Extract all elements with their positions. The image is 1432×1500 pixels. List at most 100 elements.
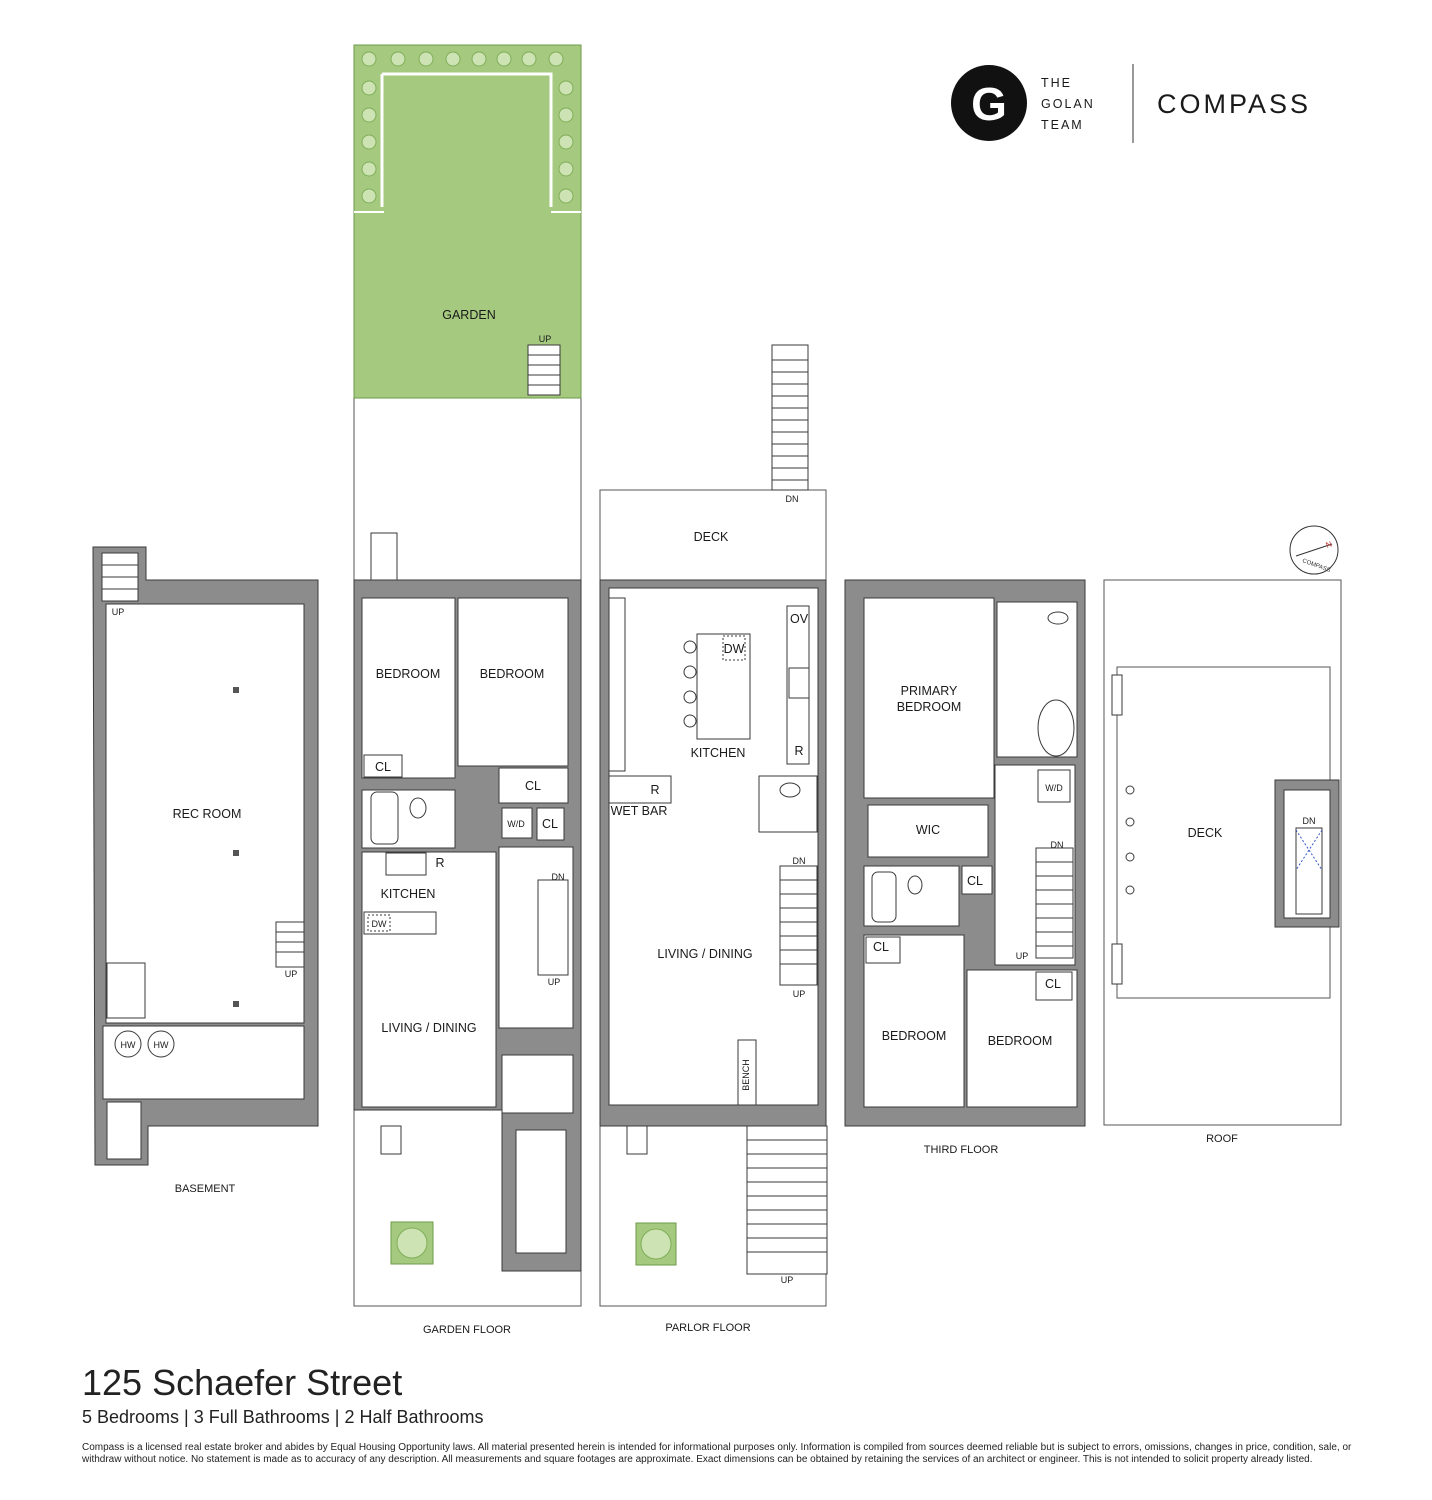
closet-label: CL bbox=[873, 940, 889, 954]
stair-icon bbox=[537, 879, 569, 976]
light-well bbox=[626, 1125, 648, 1155]
team-line-2: GOLAN bbox=[1041, 97, 1095, 111]
roof-deck-label: DECK bbox=[1188, 826, 1223, 840]
kitchen-label: KITCHEN bbox=[691, 746, 746, 760]
refrigerator-label: R bbox=[435, 856, 444, 870]
closet bbox=[1035, 971, 1073, 1001]
built-in-cabinets bbox=[608, 597, 626, 772]
bedroom-label: BEDROOM bbox=[882, 1029, 947, 1043]
wd-box bbox=[1037, 769, 1071, 803]
wd-box bbox=[501, 807, 533, 839]
stair-treads bbox=[747, 1139, 827, 1253]
closet bbox=[961, 865, 993, 895]
toilet-icon bbox=[907, 875, 923, 895]
closet bbox=[865, 936, 901, 964]
range-icon bbox=[385, 852, 427, 876]
basement-interior bbox=[105, 603, 305, 1024]
stoop-stair bbox=[746, 1125, 828, 1275]
basement-closet bbox=[106, 1101, 142, 1160]
garden-chimney bbox=[370, 532, 398, 581]
primary-bedroom-label: BEDROOM bbox=[897, 700, 962, 714]
dn-label: DN bbox=[1303, 816, 1316, 826]
property-summary: 5 Bedrooms | 3 Full Bathrooms | 2 Half B… bbox=[82, 1407, 484, 1427]
wet-bar bbox=[608, 775, 672, 804]
garden-path bbox=[382, 72, 553, 207]
stair-treads bbox=[780, 879, 817, 965]
property-address: 125 Schaefer Street bbox=[82, 1362, 403, 1403]
garden-floor-name: GARDEN FLOOR bbox=[423, 1324, 511, 1336]
stair-treads bbox=[102, 564, 138, 590]
bedroom-rear bbox=[457, 597, 569, 767]
rec-room-label: REC ROOM bbox=[173, 807, 242, 821]
kitchen-label: KITCHEN bbox=[381, 887, 436, 901]
bedroom-label: BEDROOM bbox=[376, 667, 441, 681]
legal-disclaimer: Compass is a licensed real estate broker… bbox=[82, 1442, 1352, 1465]
dn-label: DN bbox=[1051, 840, 1064, 850]
water-heater-icon bbox=[114, 1030, 142, 1058]
basement-bath bbox=[106, 962, 146, 1019]
hw-label: HW bbox=[121, 1040, 136, 1050]
garden-floor-plan: GARDEN UP BEDROOM BEDROOM CL CL CL W/D K… bbox=[353, 44, 582, 1336]
dishwasher-label: DW bbox=[724, 642, 745, 656]
bench-label: BENCH bbox=[741, 1059, 751, 1091]
up-label: UP bbox=[781, 1275, 794, 1285]
refrigerator-label: R bbox=[794, 744, 803, 758]
wic-label: WIC bbox=[916, 823, 940, 837]
basement-plan: HW HW REC ROOM UP UP BASEMENT bbox=[92, 546, 319, 1195]
team-line-3: TEAM bbox=[1041, 118, 1084, 132]
closet bbox=[536, 807, 565, 841]
stair-treads-lower bbox=[276, 931, 304, 953]
golan-team-logo: G THE GOLAN TEAM COMPASS bbox=[951, 64, 1308, 143]
team-line-1: THE bbox=[1041, 76, 1072, 90]
closet-label: CL bbox=[375, 760, 391, 774]
roof-stair bbox=[1295, 827, 1323, 915]
dn-label: DN bbox=[786, 494, 799, 504]
shrubs-icon bbox=[361, 51, 574, 204]
compass-needle bbox=[1295, 543, 1333, 557]
toilet-icon bbox=[779, 782, 801, 798]
dn-label: DN bbox=[552, 872, 565, 882]
closet bbox=[363, 754, 403, 778]
deck-stair bbox=[771, 344, 809, 491]
up-label: UP bbox=[793, 989, 806, 999]
interior-stair bbox=[779, 865, 818, 986]
water-heater-icon bbox=[147, 1030, 175, 1058]
bar-stool-icon bbox=[683, 640, 697, 728]
interior-stair bbox=[1035, 847, 1074, 959]
third-floor-name: THIRD FLOOR bbox=[924, 1144, 999, 1156]
cooktop-icon bbox=[788, 667, 810, 699]
garden-kitchen-living bbox=[361, 851, 497, 1108]
entry bbox=[501, 1054, 574, 1114]
closet-label: CL bbox=[542, 817, 558, 831]
bathtub-icon bbox=[370, 791, 399, 845]
bedroom-label: BEDROOM bbox=[480, 667, 545, 681]
column-icon bbox=[233, 850, 239, 856]
closet bbox=[498, 767, 569, 804]
basement-floor-name: BASEMENT bbox=[175, 1183, 236, 1195]
tree-icon bbox=[396, 1227, 428, 1259]
stair-treads bbox=[772, 359, 808, 481]
roof-plan: DECK DN ROOF bbox=[1103, 579, 1342, 1145]
primary-bedroom bbox=[863, 597, 995, 799]
stair-treads bbox=[1036, 861, 1073, 947]
garden-label: GARDEN bbox=[442, 308, 495, 322]
up-label: UP bbox=[112, 607, 125, 617]
closet-label: CL bbox=[525, 779, 541, 793]
walk-in-closet bbox=[867, 804, 989, 858]
logo-circle-icon bbox=[951, 65, 1027, 141]
column-icon bbox=[233, 687, 239, 693]
bathtub-icon bbox=[871, 871, 897, 923]
basement-stair-lower bbox=[275, 921, 305, 968]
bathtub-icon bbox=[1037, 699, 1075, 757]
living-dining-label: LIVING / DINING bbox=[381, 1021, 476, 1035]
closet-label: CL bbox=[1045, 977, 1061, 991]
parlor-floor-name: PARLOR FLOOR bbox=[665, 1322, 750, 1334]
toilet-icon bbox=[409, 797, 427, 819]
up-label: UP bbox=[285, 969, 298, 979]
roof-drain-icon bbox=[1125, 785, 1135, 895]
wet-bar-label: WET BAR bbox=[611, 804, 668, 818]
bedroom-front bbox=[361, 597, 456, 779]
north-label: N bbox=[1325, 539, 1334, 550]
vestibule bbox=[515, 1129, 567, 1254]
